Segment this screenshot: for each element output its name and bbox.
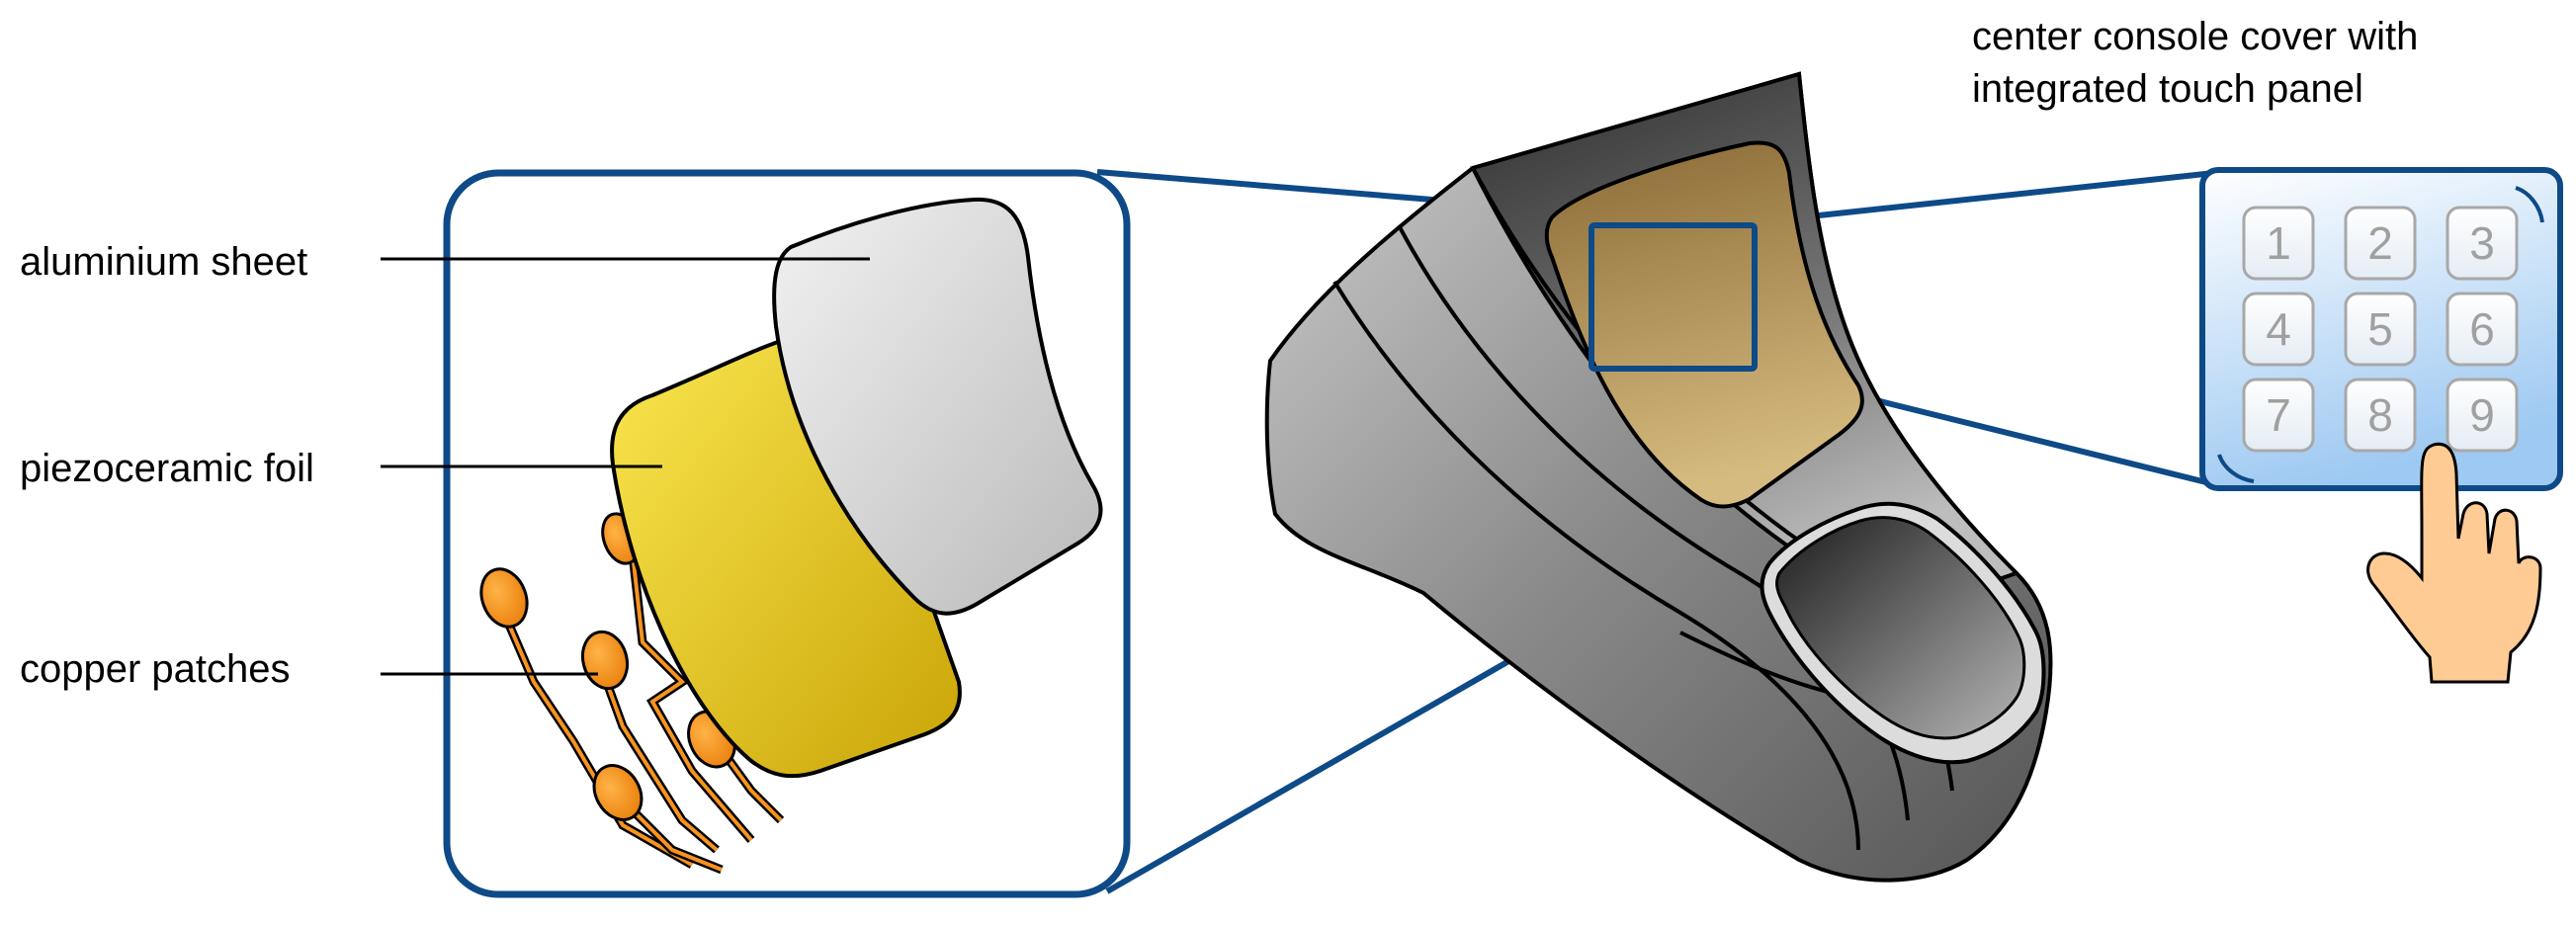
center-console xyxy=(1264,71,2053,883)
keypad-key-label: 5 xyxy=(2367,303,2393,355)
keypad-key-1[interactable]: 1 xyxy=(2242,206,2315,281)
console-touch-panel xyxy=(1544,140,1864,509)
left-labels: aluminium sheet piezoceramic foil copper… xyxy=(20,240,870,691)
keypad-key-2[interactable]: 2 xyxy=(2344,206,2417,281)
keypad-key-8[interactable]: 8 xyxy=(2344,378,2417,453)
aluminium-sheet xyxy=(772,197,1103,616)
copper-patches xyxy=(479,512,785,875)
label-aluminium-sheet: aluminium sheet xyxy=(20,240,307,284)
keypad-keys: 1 2 3 4 5 6 7 8 9 xyxy=(2242,206,2519,453)
keypad-key-label: 6 xyxy=(2469,303,2495,355)
label-copper-patches: copper patches xyxy=(20,647,291,691)
label-piezoceramic-foil: piezoceramic foil xyxy=(20,447,314,490)
keypad-key-label: 4 xyxy=(2266,303,2291,355)
keypad-key-4[interactable]: 4 xyxy=(2242,292,2315,367)
keypad-key-label: 9 xyxy=(2469,389,2495,441)
keypad-key-7[interactable]: 7 xyxy=(2242,378,2315,453)
keypad-key-5[interactable]: 5 xyxy=(2344,292,2417,367)
label-console-line-1: center console cover with xyxy=(1972,15,2418,58)
piezoceramic-foil xyxy=(610,338,962,779)
keypad-panel: 1 2 3 4 5 6 7 8 9 xyxy=(2199,167,2563,491)
keypad-key-3[interactable]: 3 xyxy=(2446,206,2519,281)
label-console-line-2: integrated touch panel xyxy=(1972,67,2363,111)
keypad-key-label: 2 xyxy=(2367,217,2393,269)
keypad-key-6[interactable]: 6 xyxy=(2446,292,2519,367)
keypad-key-label: 8 xyxy=(2367,389,2393,441)
keypad-key-label: 3 xyxy=(2469,217,2495,269)
keypad-key-9[interactable]: 9 xyxy=(2446,378,2519,453)
pointing-hand-icon xyxy=(2366,442,2542,684)
touch-zoom-highlight xyxy=(1589,222,1758,372)
keypad-key-label: 7 xyxy=(2266,389,2291,441)
keypad-key-label: 1 xyxy=(2266,217,2291,269)
